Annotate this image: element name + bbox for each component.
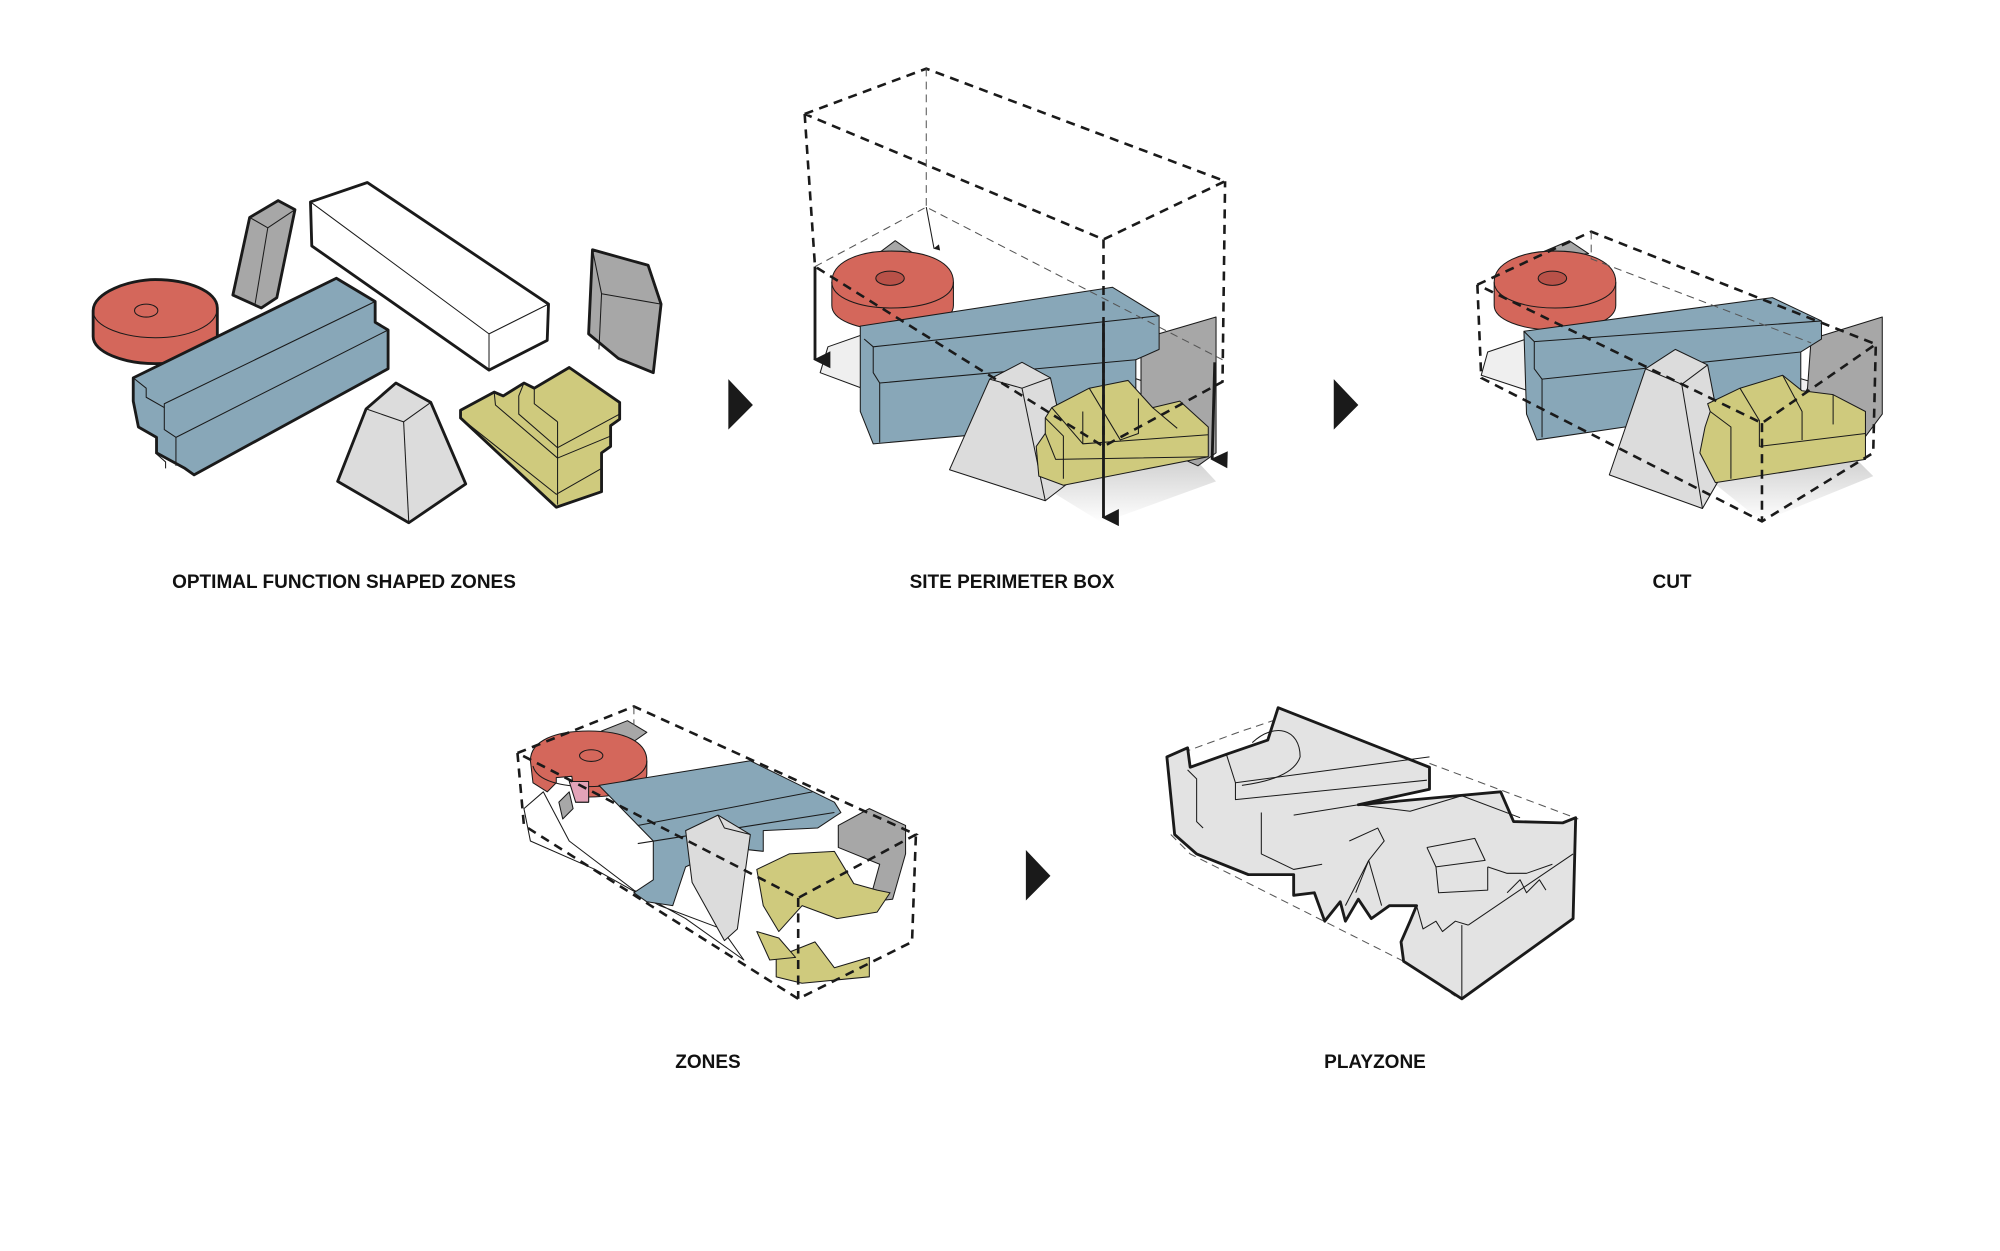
red-cylinder-zone bbox=[831, 240, 954, 331]
gray-block-zone bbox=[837, 808, 907, 903]
triangle-right-icon bbox=[1025, 850, 1051, 901]
triangle-right-icon bbox=[1333, 379, 1359, 430]
step-label-playzone: PLAYZONE bbox=[1324, 1052, 1426, 1073]
step-zones bbox=[516, 705, 919, 1001]
playzone-details bbox=[1187, 730, 1574, 999]
gray-prism-zone bbox=[231, 199, 297, 310]
zones-perimeter-box bbox=[516, 705, 919, 1001]
red-cylinder-zone bbox=[1493, 240, 1617, 331]
step-site-perimeter-box bbox=[803, 67, 1229, 527]
step-optimal-shapes bbox=[91, 181, 663, 525]
step-cut bbox=[1476, 230, 1883, 523]
blue-bar-zone bbox=[131, 276, 390, 477]
step-label-cut: CUT bbox=[1652, 572, 1692, 593]
frustum-zone bbox=[336, 381, 468, 525]
yellow-steps-zone bbox=[459, 366, 622, 509]
yellow-steps-zone bbox=[756, 850, 891, 984]
playzone-volume bbox=[1165, 706, 1578, 1001]
gray-block-zone bbox=[587, 248, 663, 375]
step-label-optimal: OPTIMAL FUNCTION SHAPED ZONES bbox=[172, 572, 516, 593]
triangle-right-icon bbox=[728, 379, 753, 430]
red-cylinder-zone bbox=[91, 278, 219, 366]
yellow-steps-zone bbox=[1699, 374, 1866, 484]
white-box-zone bbox=[309, 181, 550, 372]
site-perimeter-box bbox=[803, 67, 1229, 527]
cut-perimeter-box bbox=[1476, 230, 1879, 523]
step-playzone bbox=[1165, 706, 1579, 1001]
floor-slab bbox=[523, 791, 745, 961]
step-label-zones: ZONES bbox=[675, 1052, 741, 1073]
frustum-zone bbox=[685, 814, 751, 942]
step-label-site-perimeter-box: SITE PERIMETER BOX bbox=[909, 572, 1115, 593]
